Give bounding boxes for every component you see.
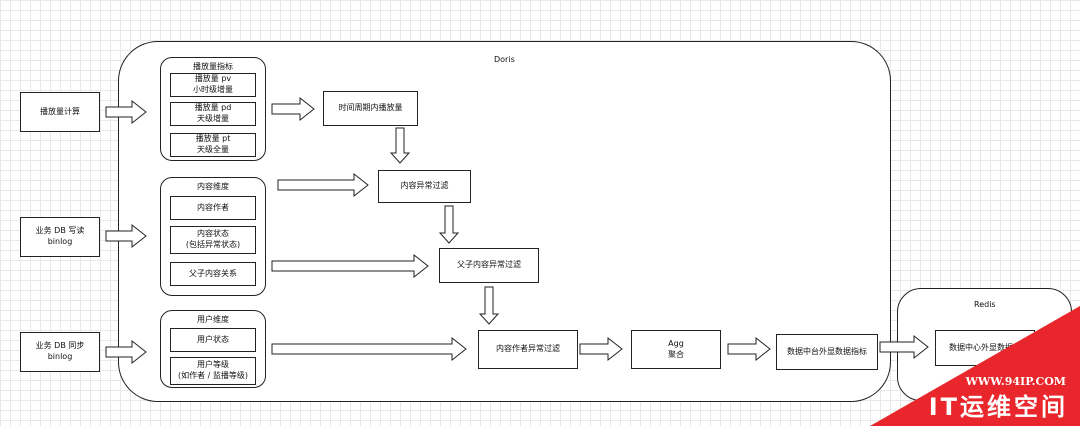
watermark-triangle <box>870 306 1080 426</box>
watermark-url: WWW.94IP.COM <box>965 375 1066 388</box>
user-dim-title: 用户维度 <box>197 315 229 324</box>
arrow-biz-db-2 <box>105 339 147 365</box>
parent-child-filter-box: 父子内容异常过滤 <box>439 248 539 283</box>
user-dim-item: 用户状态 <box>170 328 256 352</box>
arrow-play-calc <box>105 99 147 125</box>
play-metrics-title: 播放量指标 <box>193 62 233 71</box>
arrow-down-1 <box>389 127 411 164</box>
play-metrics-group: 播放量指标 播放量 pv 小时级增量 播放量 pd 天级增量 播放量 pt 天级… <box>160 57 266 161</box>
result-box: 数据中台外显数据指标 <box>776 334 878 370</box>
arrow-to-author-filter <box>271 336 467 362</box>
arrow-down-3 <box>478 286 500 325</box>
content-dim-item: 内容状态 (包括异常状态) <box>170 226 256 254</box>
input-play-calc: 播放量计算 <box>20 92 100 132</box>
watermark-name: IT运维空间 <box>928 393 1068 421</box>
watermark: WWW.94IP.COM IT运维空间 <box>820 256 1080 426</box>
user-dim-group: 用户维度 用户状态 用户等级 (如作者 / 监播等级) <box>160 310 266 388</box>
input-biz-db-2: 业务 DB 同步 binlog <box>20 332 100 372</box>
play-metric-item: 播放量 pt 天级全量 <box>170 133 256 157</box>
doris-label: Doris <box>494 55 515 64</box>
content-dim-title: 内容维度 <box>197 182 229 191</box>
input-biz-db-1: 业务 DB 写读 binlog <box>20 217 100 257</box>
arrow-to-agg <box>579 336 623 362</box>
content-dim-item: 内容作者 <box>170 196 256 220</box>
redis-label: Redis <box>974 300 996 309</box>
content-filter-box: 内容异常过滤 <box>378 170 471 203</box>
agg-box: Agg 聚合 <box>631 330 721 369</box>
arrow-to-parent-child-filter <box>271 253 429 279</box>
arrow-to-time-window <box>271 96 315 122</box>
play-metric-item: 播放量 pv 小时级增量 <box>170 73 256 97</box>
content-dim-item: 父子内容关系 <box>170 262 256 286</box>
arrow-down-2 <box>438 205 460 244</box>
play-metric-item: 播放量 pd 天级增量 <box>170 102 256 126</box>
arrow-to-result <box>727 336 771 362</box>
author-filter-box: 内容作者异常过滤 <box>478 330 578 369</box>
content-dim-group: 内容维度 内容作者 内容状态 (包括异常状态) 父子内容关系 <box>160 177 266 296</box>
user-dim-item: 用户等级 (如作者 / 监播等级) <box>170 357 256 385</box>
time-window-box: 时间周期内播放量 <box>323 91 418 126</box>
arrow-biz-db-1 <box>105 223 147 249</box>
arrow-to-content-filter <box>277 172 369 198</box>
